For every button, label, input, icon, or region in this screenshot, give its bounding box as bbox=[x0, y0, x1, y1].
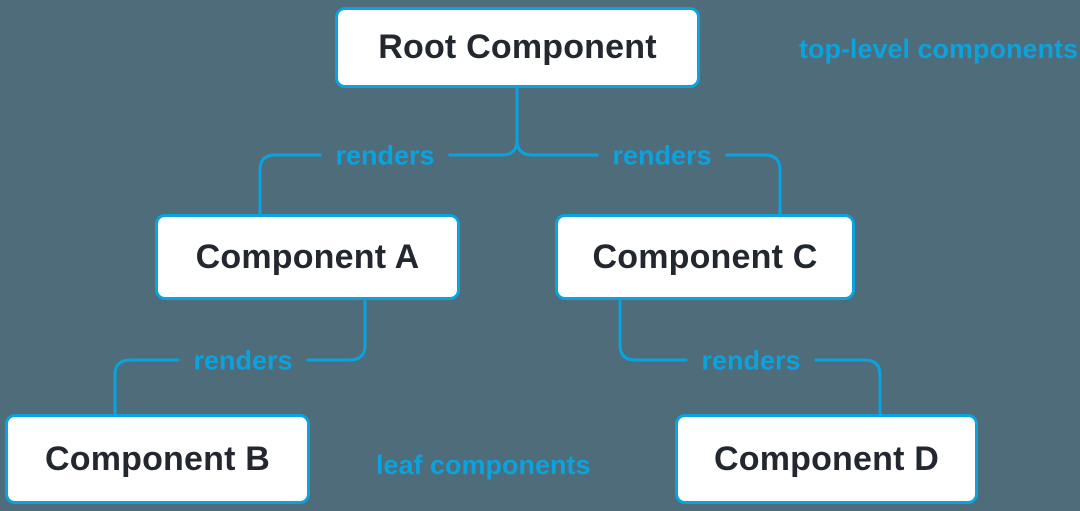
node-d-label: Component D bbox=[713, 439, 940, 478]
annotation-leaf-components: leaf components bbox=[376, 450, 591, 480]
node-root-component: Root Component bbox=[335, 7, 700, 88]
node-a-label: Component A bbox=[195, 237, 420, 276]
node-c-label: Component C bbox=[592, 237, 818, 276]
edge-label-renders-root-a: renders bbox=[321, 138, 449, 174]
node-component-d: Component D bbox=[675, 414, 978, 504]
edge-label-renders-a-b: renders bbox=[179, 343, 307, 379]
edge-label-renders-c-d: renders bbox=[687, 343, 815, 379]
node-b-label: Component B bbox=[44, 439, 271, 478]
node-component-a: Component A bbox=[155, 214, 460, 300]
node-component-c: Component C bbox=[555, 214, 855, 300]
edge-label-renders-root-c: renders bbox=[598, 138, 726, 174]
node-root-label: Root Component bbox=[378, 28, 657, 66]
annotation-top-level-components: top-level components bbox=[798, 34, 1078, 64]
node-component-b: Component B bbox=[5, 414, 310, 504]
